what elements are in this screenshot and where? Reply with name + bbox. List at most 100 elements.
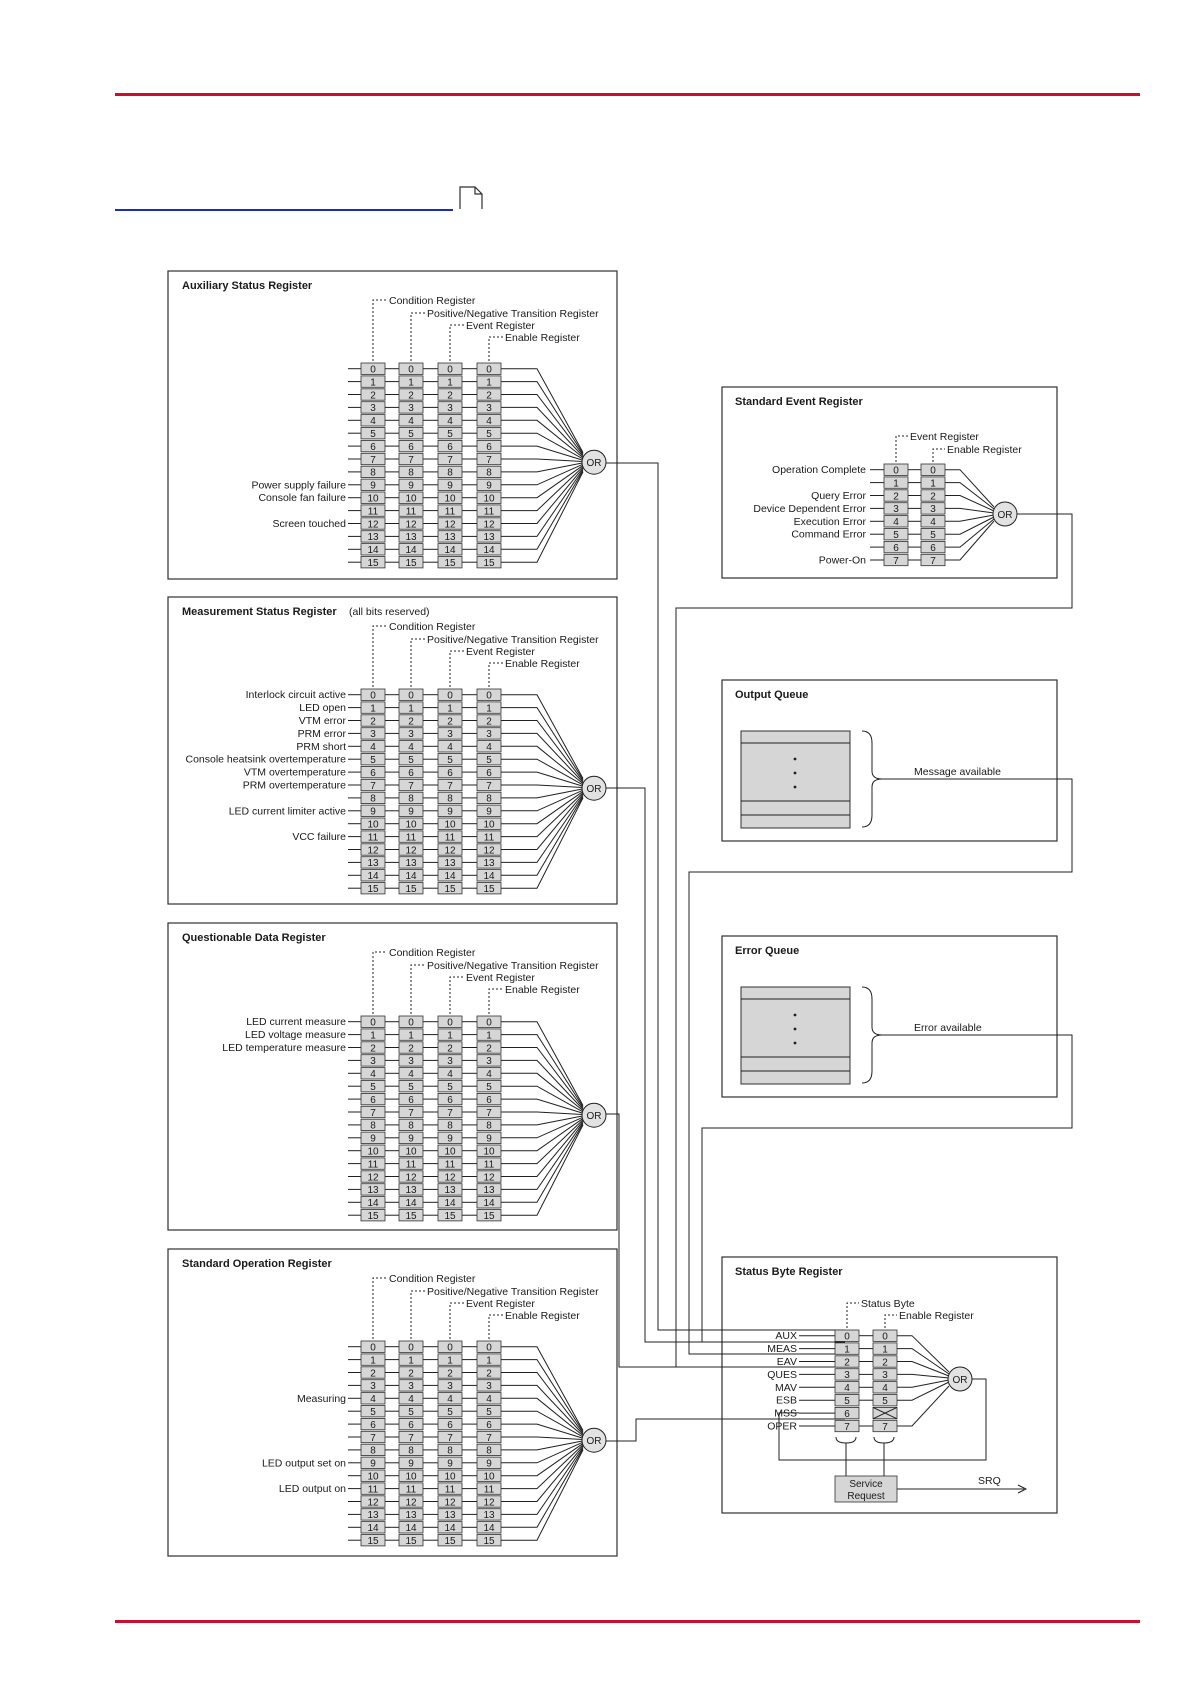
meas-bit-cell [398, 688, 424, 701]
meas-bit-label: PRM overtemperature [243, 780, 346, 792]
ques-bit-cell [398, 1131, 424, 1144]
oper-summary-wire [606, 1418, 845, 1442]
meas-bit-number: 12 [444, 845, 456, 856]
ques-bit-number: 8 [370, 1121, 376, 1132]
oper-column-leader [372, 1277, 387, 1339]
meas-bit-cell [398, 753, 424, 766]
error-queue-title: Error Queue [735, 945, 799, 957]
ques-bit-number: 3 [408, 1056, 414, 1067]
stb-bit-label: MEAS [767, 1343, 797, 1355]
aux-bit-cell [360, 530, 386, 543]
meas-bit-cell [398, 830, 424, 843]
ques-bit-number: 5 [370, 1082, 376, 1093]
oper-bit-number: 11 [484, 1484, 495, 1495]
meas-bit-number: 2 [370, 716, 376, 727]
meas-or-input [501, 784, 584, 789]
output-queue-ellipsis [793, 757, 797, 761]
ques-bit-number: 9 [486, 1134, 492, 1145]
meas-bit-cell [360, 740, 386, 753]
esr-bit-number: 6 [930, 543, 936, 554]
ques-bit-number: 1 [370, 1030, 376, 1041]
esr-column-label: Event Register [910, 431, 979, 443]
oper-bit-number: 9 [408, 1459, 414, 1470]
aux-bit-cell [476, 427, 502, 440]
aux-bit-cell [398, 375, 424, 388]
aux-bit-number: 10 [483, 494, 495, 505]
stb-bit-label: QUES [767, 1369, 797, 1381]
meas-bit-number: 1 [447, 703, 453, 714]
oper-bit-number: 4 [370, 1394, 376, 1405]
aux-bit-cell [360, 517, 386, 530]
aux-or-input [501, 445, 584, 461]
ques-column-label: Enable Register [505, 984, 580, 996]
stb-or-input [897, 1335, 950, 1373]
aux-bit-cell [476, 401, 502, 414]
meas-bit-number: 11 [445, 832, 456, 843]
oper-column-leader [488, 1314, 503, 1339]
aux-bit-cell [437, 556, 463, 569]
esr-bit-cell [883, 515, 909, 528]
esr-bit-number: 6 [893, 543, 899, 554]
toc-link-underline[interactable] [115, 209, 453, 211]
aux-bit-label: Screen touched [272, 518, 346, 530]
meas-bit-number: 8 [486, 794, 492, 805]
esr-or-input [945, 516, 995, 535]
ques-bit-cell [398, 1054, 424, 1067]
meas-bit-number: 1 [408, 703, 414, 714]
ques-bit-cell [437, 1131, 463, 1144]
stb-bit-cell [834, 1342, 860, 1355]
esr-bit-number: 1 [893, 478, 899, 489]
meas-bit-number: 15 [367, 884, 379, 895]
esr-column-label: Enable Register [947, 444, 1022, 456]
meas-bit-cell [437, 830, 463, 843]
aux-bit-number: 3 [486, 403, 492, 414]
meas-bit-number: 0 [370, 691, 376, 702]
meas-bit-number: 7 [486, 781, 492, 792]
oper-bit-cell [476, 1392, 502, 1405]
meas-bit-number: 11 [406, 832, 417, 843]
meas-bit-label: Console heatsink overtemperature [185, 754, 346, 766]
aux-column-leader [410, 312, 425, 361]
aux-bit-number: 8 [447, 468, 453, 479]
ques-bit-cell [476, 1015, 502, 1028]
meas-bit-cell [437, 778, 463, 792]
oper-bit-number: 14 [405, 1523, 417, 1534]
ques-bit-cell [476, 1144, 502, 1157]
meas-or-input [501, 745, 584, 785]
aux-title: Auxiliary Status Register [182, 280, 313, 292]
meas-subtitle: (all bits reserved) [349, 606, 430, 618]
oper-bit-number: 10 [483, 1472, 495, 1483]
aux-bit-number: 1 [370, 377, 376, 388]
esr-or-input [945, 518, 995, 548]
ques-or-input [501, 1124, 584, 1216]
esr-bit-number: 3 [930, 504, 936, 515]
aux-or-input [501, 467, 584, 524]
esr-bit-cell [920, 553, 946, 567]
ques-or-input [501, 1115, 584, 1126]
oper-bit-cell [360, 1366, 386, 1379]
esr-bit-cell [920, 515, 946, 528]
aux-bit-number: 5 [447, 429, 453, 440]
ques-bit-cell [398, 1041, 424, 1054]
aux-bit-number: 2 [447, 390, 453, 401]
ques-or-input [501, 1111, 584, 1116]
ques-bit-number: 11 [368, 1159, 379, 1170]
ques-bit-number: 1 [408, 1030, 414, 1041]
oper-bit-number: 0 [408, 1343, 414, 1354]
ques-bit-number: 2 [408, 1043, 414, 1054]
aux-bit-cell [360, 543, 386, 556]
ques-bit-cell [360, 1028, 386, 1041]
aux-bit-number: 11 [406, 506, 417, 517]
aux-bit-number: 11 [484, 506, 495, 517]
oper-bit-cell [360, 1443, 386, 1456]
oper-bit-number: 1 [408, 1355, 414, 1366]
meas-bit-number: 6 [447, 768, 453, 779]
aux-bit-number: 2 [370, 390, 376, 401]
meas-bit-cell [398, 701, 424, 714]
ques-bit-label: LED voltage measure [245, 1029, 346, 1041]
aux-bit-cell [437, 427, 463, 440]
ques-bit-cell [398, 1080, 424, 1093]
oper-bit-number: 3 [447, 1381, 453, 1392]
aux-bit-number: 14 [405, 545, 417, 556]
